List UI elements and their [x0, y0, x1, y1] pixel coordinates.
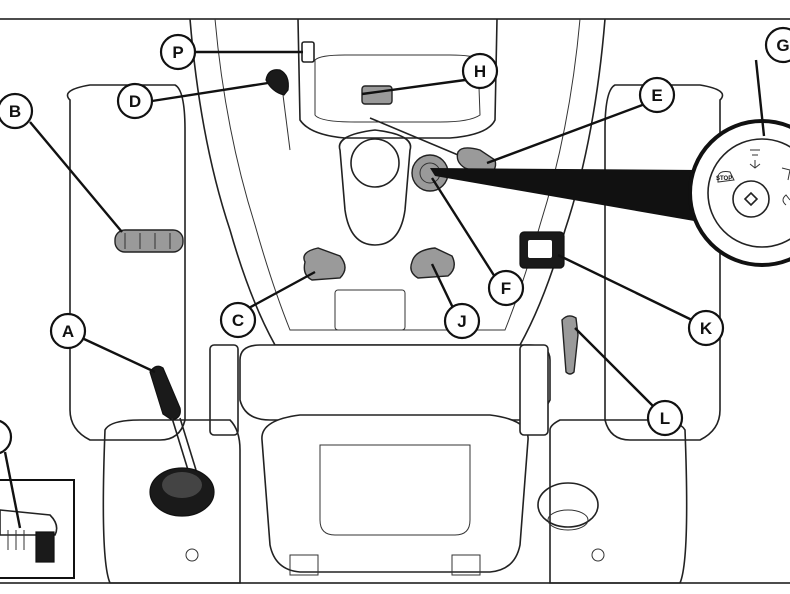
callout-l: L [646, 399, 684, 437]
component-e-lever[interactable] [369, 117, 471, 161]
mower-icon [749, 149, 761, 169]
light-icon [782, 194, 790, 206]
callout-h: H [461, 52, 499, 90]
ignition-key-slot[interactable] [732, 180, 770, 218]
svg-text:D: D [129, 92, 141, 111]
component-l-lever[interactable] [561, 315, 579, 375]
callout-d: D [116, 82, 154, 120]
callout-b: B [0, 92, 34, 130]
svg-text:K: K [700, 319, 713, 338]
tractor-body [66, 18, 724, 584]
svg-text:A: A [62, 322, 74, 341]
svg-text:L: L [660, 409, 670, 428]
component-h-hourmeter [361, 85, 393, 105]
inset-detail-left [0, 479, 75, 579]
component-a-lever[interactable] [149, 365, 181, 421]
svg-text:G: G [776, 36, 789, 55]
component-d-throttle[interactable] [265, 69, 289, 96]
callout-e: E [638, 76, 676, 114]
component-b-pedal[interactable] [114, 229, 184, 253]
start-icon [781, 167, 790, 181]
callout-g: G [764, 26, 790, 64]
svg-text:F: F [501, 279, 511, 298]
svg-text:C: C [232, 311, 244, 330]
ignition-inset: STOP [430, 119, 790, 267]
svg-text:H: H [474, 62, 486, 81]
component-j-pad[interactable] [410, 247, 455, 279]
callout-c: C [219, 301, 257, 339]
svg-text:J: J [457, 312, 466, 331]
callout-j: J [443, 302, 481, 340]
svg-text:E: E [651, 86, 662, 105]
ignition-stop-label: STOP [716, 176, 732, 182]
callout-partial-left: I [0, 419, 13, 455]
callout-k: K [687, 309, 725, 347]
callout-p: P [159, 33, 197, 71]
callout-a: A [49, 312, 87, 350]
svg-text:P: P [172, 43, 183, 62]
callout-f: F [487, 269, 525, 307]
leader-lines [3, 50, 766, 529]
stop-icon [717, 171, 735, 183]
component-p-switch[interactable] [301, 41, 315, 63]
svg-text:B: B [9, 102, 21, 121]
